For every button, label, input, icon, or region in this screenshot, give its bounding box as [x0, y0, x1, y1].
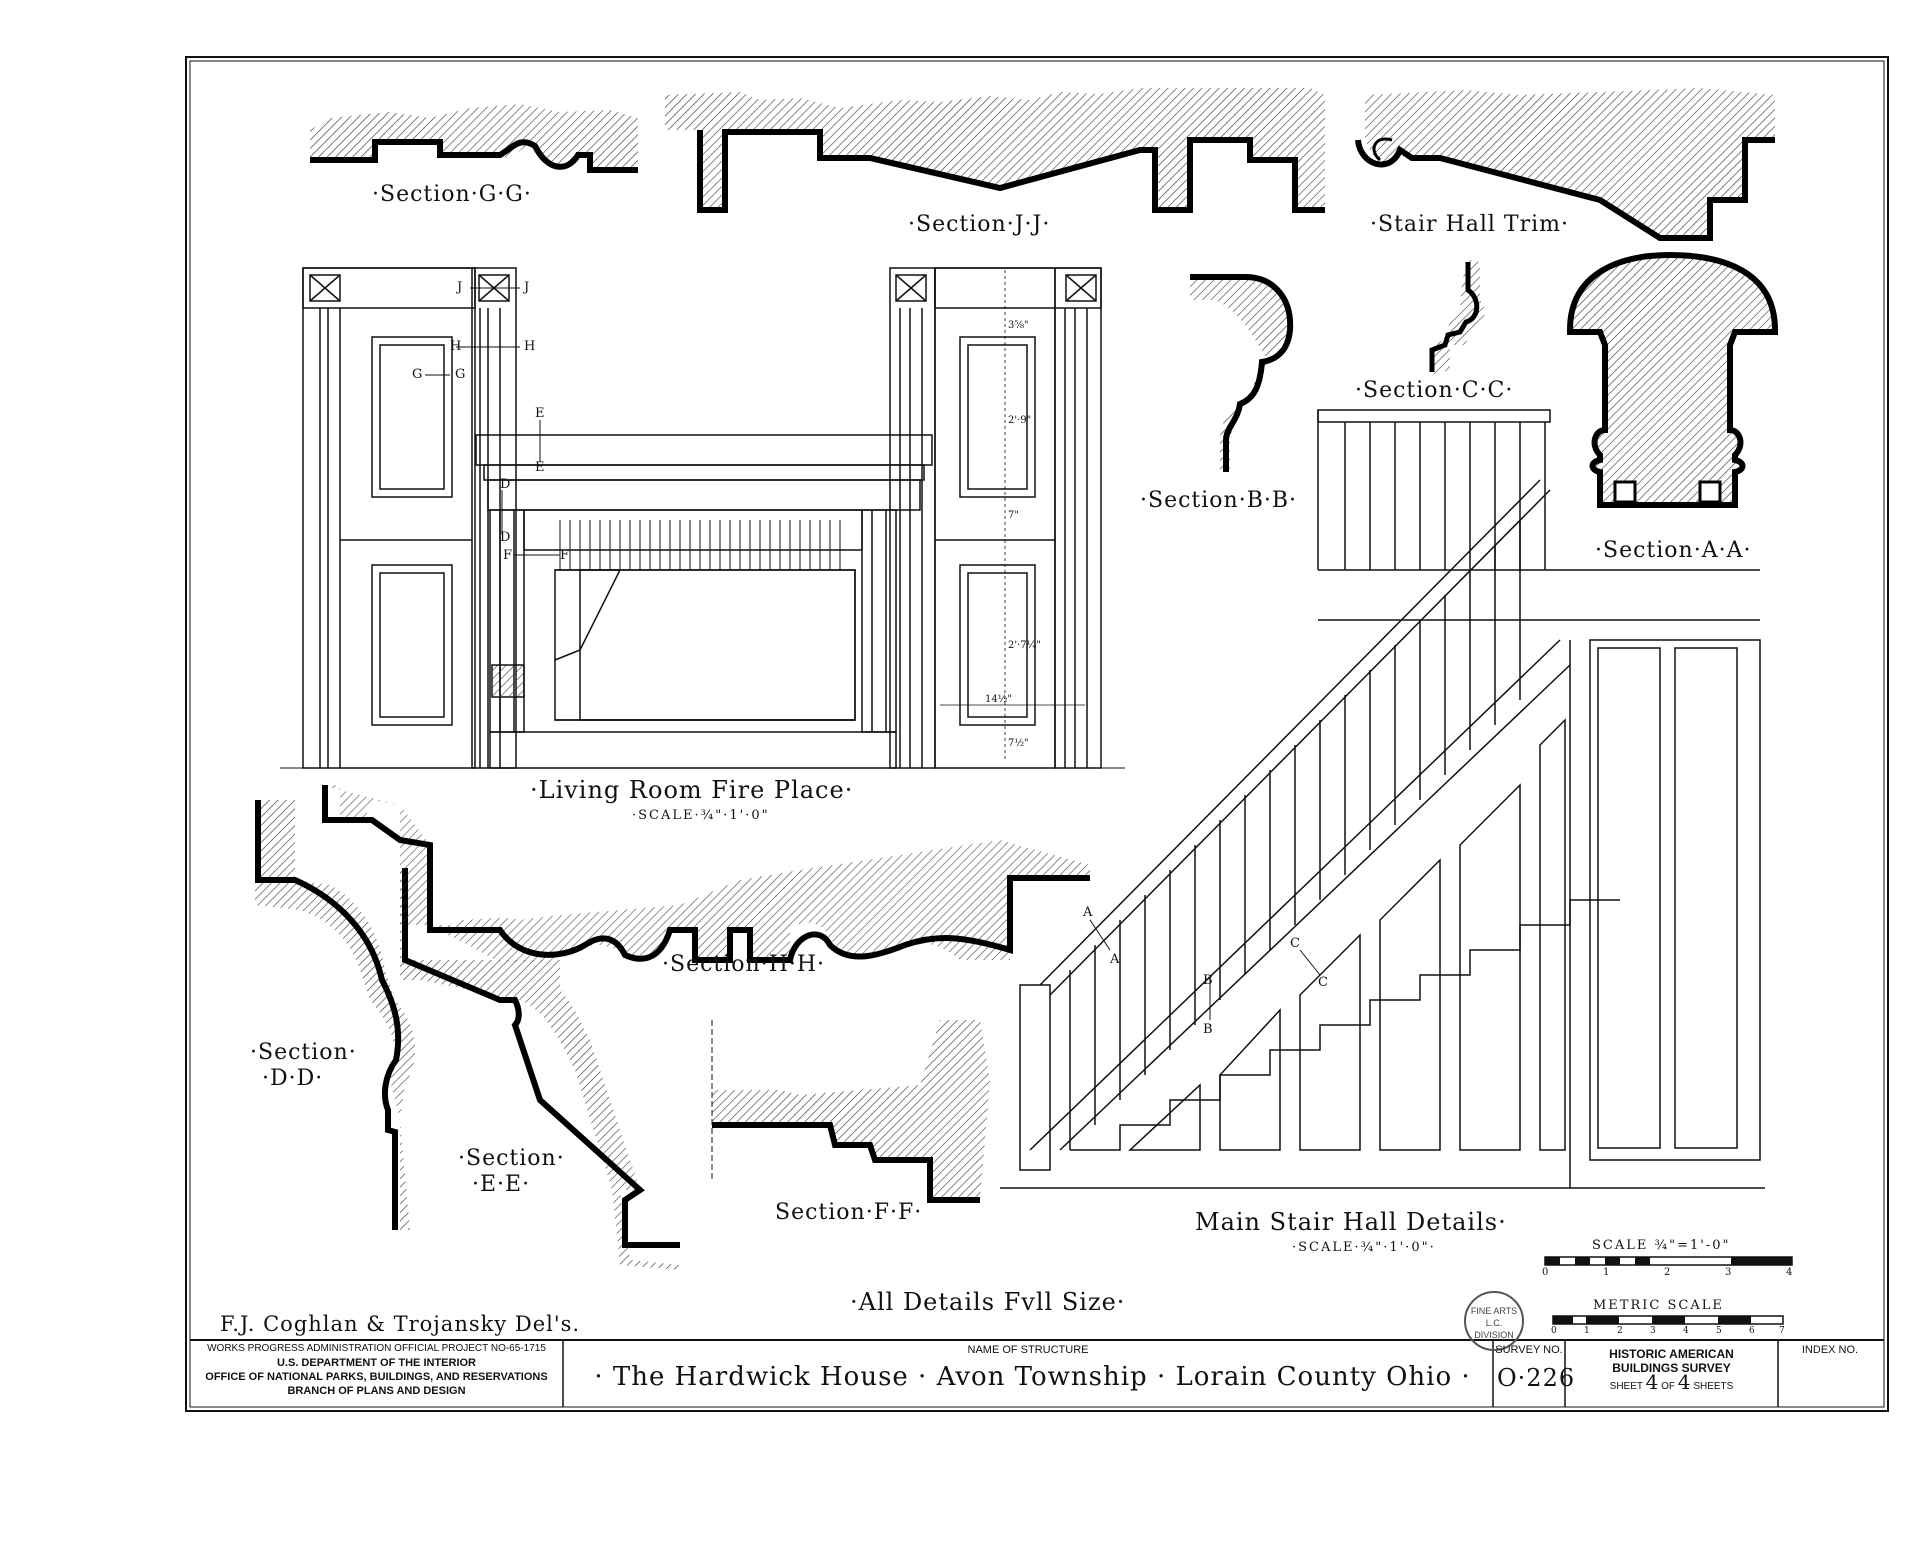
main-stair-elevation	[1000, 409, 1765, 1189]
section-dd-label-2: ·D·D·	[262, 1066, 324, 1091]
metric-tick: 0	[1551, 1326, 1557, 1336]
stair-cut-lines	[1089, 919, 1321, 1020]
cut-mark-b: B	[1203, 973, 1213, 988]
survey-number-label: SURVEY NO.	[1495, 1344, 1563, 1356]
agency-line-3: OFFICE OF NATIONAL PARKS, BUILDINGS, AND…	[205, 1371, 548, 1383]
library-stamp: FINE ARTS L.C. DIVISION	[1464, 1291, 1524, 1351]
delineator-credit: F.J. Coghlan & Trojansky Del's.	[220, 1312, 581, 1336]
cut-mark-f: F	[503, 548, 513, 563]
survey-number: O·226	[1497, 1364, 1576, 1392]
cut-mark-d: D	[500, 477, 511, 492]
dimension-label: 7"	[1008, 510, 1019, 521]
scale-bar-label: SCALE ¾"=1'-0"	[1592, 1238, 1731, 1253]
cut-mark-h: H	[450, 339, 462, 354]
cut-mark-f: F	[560, 548, 570, 563]
outer-border	[185, 56, 1889, 1412]
dimension-label: 7½"	[1008, 738, 1029, 749]
cut-mark-a: A	[1110, 952, 1120, 967]
sheet-word: SHEET	[1609, 1381, 1643, 1392]
all-details-label: ·All Details Fvll Size·	[850, 1288, 1126, 1316]
scale-tick: 3	[1725, 1267, 1732, 1278]
cut-mark-e: E	[535, 406, 545, 421]
main-stair-scale-label: ·SCALE·¾"·1'·0"·	[1292, 1240, 1436, 1255]
stair-hall-trim-profile	[1355, 88, 1775, 241]
index-number-label: INDEX NO.	[1801, 1344, 1859, 1356]
dimension-label: 14½"	[985, 694, 1013, 705]
main-stair-hall-label: Main Stair Hall Details·	[1195, 1208, 1507, 1236]
cut-mark-c: C	[1318, 975, 1328, 990]
cut-mark-j: J	[524, 280, 530, 295]
metric-tick: 5	[1716, 1326, 1722, 1336]
structure-name: · The Hardwick House · Avon Township · L…	[594, 1362, 1471, 1392]
sheet-total: 4	[1677, 1370, 1691, 1394]
section-dd-label-1: ·Section·	[250, 1040, 357, 1065]
section-bb-label: ·Section·B·B·	[1140, 488, 1298, 513]
habs-block: HISTORIC AMERICAN BUILDINGS SURVEY SHEET…	[1567, 1347, 1776, 1394]
cut-mark-b: B	[1203, 1022, 1213, 1037]
section-ee-profile	[400, 865, 680, 1270]
cut-mark-a: A	[1083, 905, 1093, 920]
inner-border	[189, 60, 1885, 1408]
dimension-label: 2'·7¼"	[1008, 640, 1041, 651]
section-ee-label-2: ·E·E·	[472, 1172, 531, 1197]
sheet-count: SHEET 4 OF 4 SHEETS	[1567, 1372, 1776, 1394]
agency-line-2: U.S. DEPARTMENT OF THE INTERIOR	[276, 1357, 477, 1369]
cut-mark-g: G	[455, 367, 466, 382]
metric-tick: 6	[1749, 1326, 1755, 1336]
section-hh-label: ·Section·H·H·	[662, 952, 826, 977]
cut-mark-d: D	[500, 530, 511, 545]
section-ff-label: Section·F·F·	[775, 1200, 923, 1225]
fireplace-elevation	[280, 267, 1125, 769]
habs-line-2: BUILDINGS SURVEY	[1612, 1361, 1731, 1375]
section-bb-profile	[1190, 274, 1294, 472]
metric-tick: 3	[1650, 1326, 1656, 1336]
section-gg-profile	[310, 104, 638, 173]
section-ff-profile	[711, 1020, 990, 1203]
cut-mark-j: J	[457, 280, 463, 295]
section-hh-profile	[320, 785, 1090, 963]
section-jj-label: ·Section·J·J·	[908, 212, 1051, 237]
section-cc-label: ·Section·C·C·	[1355, 378, 1514, 403]
sheets-word: SHEETS	[1693, 1381, 1734, 1392]
stair-hall-trim-label: ·Stair Hall Trim·	[1370, 212, 1570, 237]
section-dd-profile	[255, 800, 416, 1230]
scale-tick: 1	[1603, 1267, 1610, 1278]
metric-tick: 4	[1683, 1326, 1689, 1336]
cut-lines	[425, 287, 560, 556]
scale-tick: 4	[1786, 1267, 1793, 1278]
of-word: OF	[1661, 1381, 1676, 1392]
agency-block: WORKS PROGRESS ADMINISTRATION OFFICIAL P…	[192, 1342, 561, 1398]
metric-tick: 7	[1779, 1326, 1785, 1336]
section-ee-label-1: ·Section·	[458, 1146, 565, 1171]
structure-name-label: NAME OF STRUCTURE	[967, 1344, 1089, 1356]
section-cc-profile	[1429, 260, 1485, 375]
section-gg-label: ·Section·G·G·	[372, 182, 532, 207]
metric-tick: 1	[1584, 1326, 1590, 1336]
sheet-number: 4	[1645, 1370, 1659, 1394]
agency-line-4: BRANCH OF PLANS AND DESIGN	[287, 1385, 466, 1397]
agency-line-1: WORKS PROGRESS ADMINISTRATION OFFICIAL P…	[207, 1343, 546, 1354]
dimension-label: 3⅝"	[1008, 320, 1029, 331]
cut-mark-c: C	[1290, 936, 1300, 951]
scale-tick: 2	[1664, 1267, 1671, 1278]
graphic-scale-bar	[1544, 1256, 1793, 1266]
section-aa-profile	[1567, 251, 1778, 508]
cut-mark-e: E	[535, 460, 545, 475]
cut-mark-h: H	[524, 339, 536, 354]
metric-scale-label: METRIC SCALE	[1593, 1298, 1724, 1313]
scale-tick: 0	[1542, 1267, 1549, 1278]
habs-line-1: HISTORIC AMERICAN	[1609, 1347, 1734, 1361]
living-room-scale-label: ·SCALE·¾"·1'·0"	[632, 808, 770, 823]
cut-mark-g: G	[412, 367, 423, 382]
metric-tick: 2	[1617, 1326, 1623, 1336]
title-block-frame	[190, 1339, 1884, 1407]
section-jj-profile	[665, 88, 1325, 213]
metric-scale-bar	[1552, 1315, 1784, 1325]
dimension-label: 2'·9"	[1008, 415, 1032, 426]
section-aa-label: ·Section·A·A·	[1595, 538, 1752, 563]
living-room-fireplace-label: ·Living Room Fire Place·	[530, 776, 854, 804]
